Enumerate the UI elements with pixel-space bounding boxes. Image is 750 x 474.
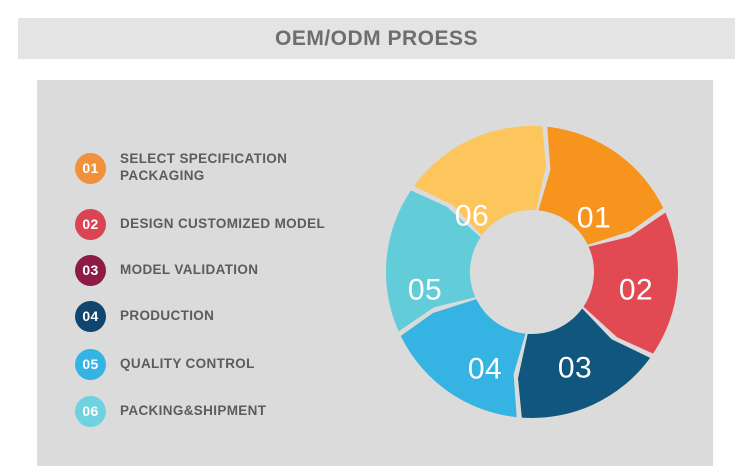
wheel-segment-04[interactable] — [400, 299, 526, 418]
legend-item-06[interactable]: 06 PACKING&SHIPMENT — [75, 393, 266, 429]
wheel-segment-label-06: 06 — [455, 200, 489, 233]
wheel-segment-01[interactable] — [538, 126, 664, 245]
wheel-segment-label-03: 03 — [558, 352, 592, 385]
wheel-segment-label-01: 01 — [577, 202, 611, 235]
wheel-segment-label-02: 02 — [619, 274, 653, 307]
process-wheel: 01 02 03 04 05 06 — [372, 106, 692, 436]
legend-label-04: PRODUCTION — [120, 307, 215, 323]
wheel-segment-label-05: 05 — [408, 274, 442, 307]
legend-item-03[interactable]: 03 MODEL VALIDATION — [75, 252, 258, 288]
legend-label-02: DESIGN CUSTOMIZED MODEL — [120, 215, 326, 231]
wheel-segment-02[interactable] — [583, 212, 679, 354]
wheel-segment-03[interactable] — [518, 308, 651, 418]
legend-badge-06: 06 — [75, 395, 106, 427]
title-bar: OEM/ODM PROESS — [18, 18, 735, 59]
legend-label-06: PACKING&SHIPMENT — [120, 402, 267, 418]
legend-item-04[interactable]: 04 PRODUCTION — [75, 298, 214, 334]
legend-badge-02: 02 — [75, 208, 106, 240]
wheel-segment-05[interactable] — [385, 190, 481, 332]
legend-label-03: MODEL VALIDATION — [120, 261, 259, 277]
page-title: OEM/ODM PROESS — [274, 26, 479, 50]
wheel-segment-06[interactable] — [413, 126, 546, 236]
legend-badge-04: 04 — [75, 300, 106, 332]
content-panel: 01 SELECT SPECIFICATION PACKAGING 02 DESIGN… — [37, 80, 713, 466]
legend-badge-01: 01 — [75, 152, 106, 184]
legend-label-01: SELECT SPECIFICATION PACKAGING — [120, 151, 288, 183]
legend-item-01[interactable]: 01 SELECT SPECIFICATION PACKAGING — [75, 150, 287, 186]
process-wheel-svg: 01 02 03 04 05 06 — [385, 126, 679, 418]
wheel-segment-label-04: 04 — [468, 353, 502, 386]
legend-item-02[interactable]: 02 DESIGN CUSTOMIZED MODEL — [75, 206, 325, 242]
legend-label-05: QUALITY CONTROL — [120, 355, 255, 371]
legend-badge-03: 03 — [75, 254, 106, 286]
legend-item-05[interactable]: 05 QUALITY CONTROL — [75, 346, 255, 382]
legend-badge-05: 05 — [75, 348, 106, 380]
